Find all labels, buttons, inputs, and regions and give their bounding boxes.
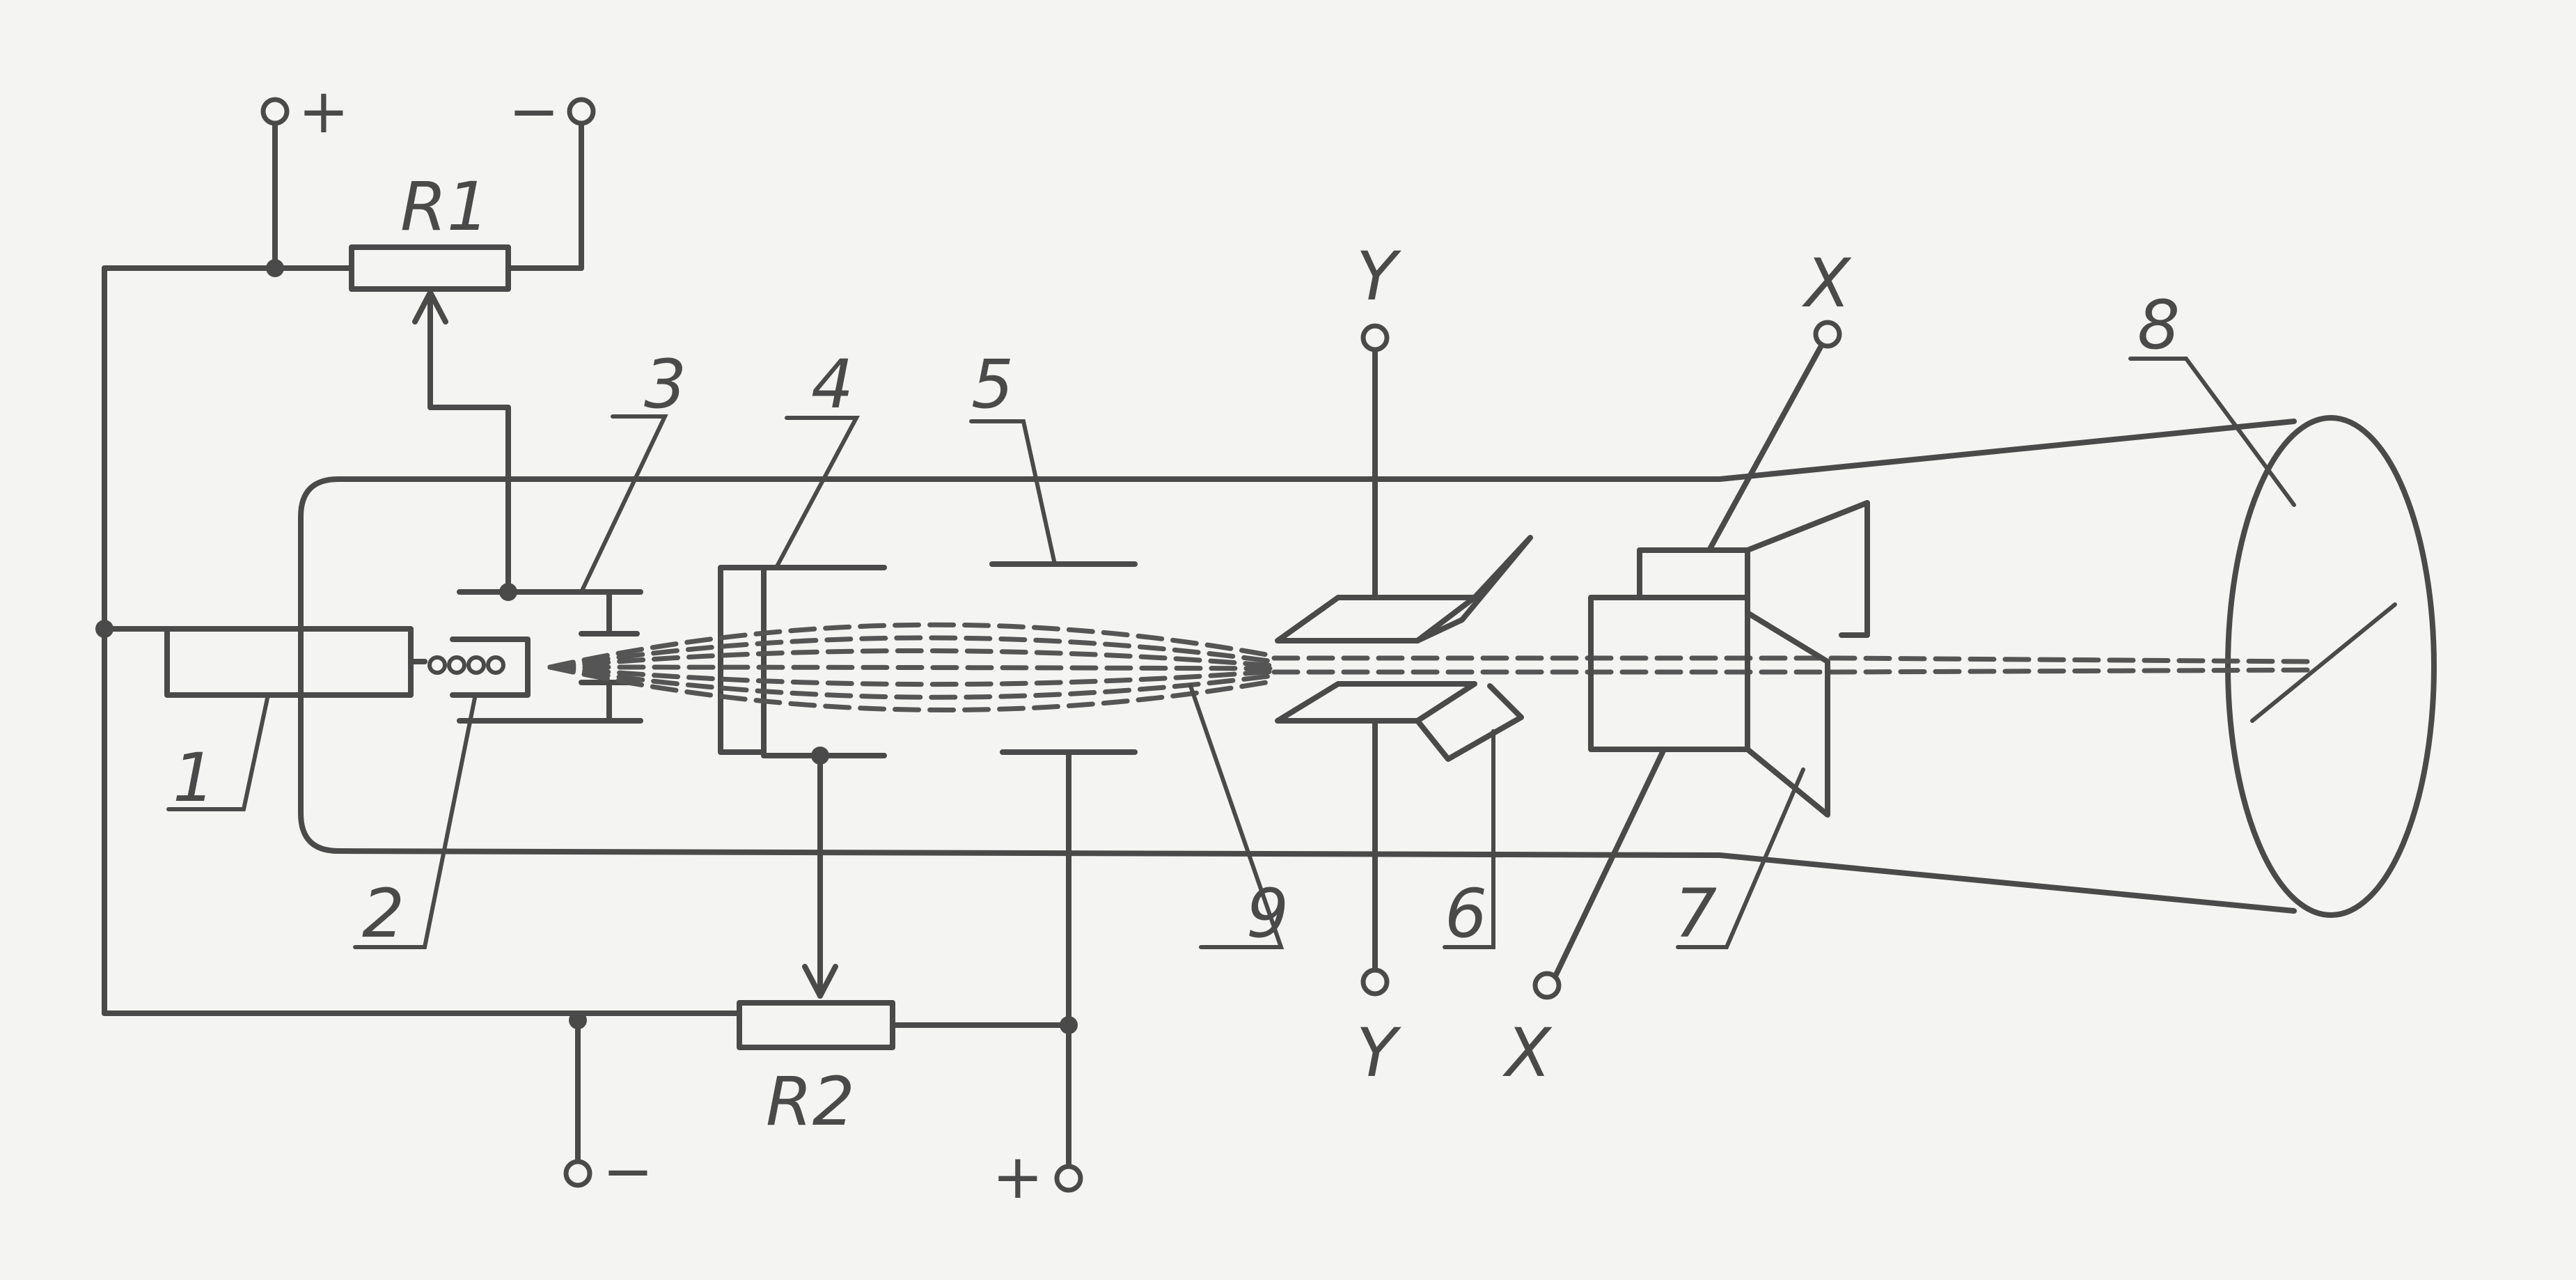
tube-envelope bbox=[298, 419, 2297, 914]
sign-bottom-left: − bbox=[602, 1135, 654, 1207]
first-anode bbox=[718, 565, 887, 758]
cathode bbox=[450, 637, 531, 698]
bottom-supply-circuit bbox=[102, 747, 1083, 1193]
label-x-bottom: X bbox=[1502, 1014, 1553, 1092]
screen bbox=[2225, 415, 2437, 918]
label-x-top: X bbox=[1801, 244, 1852, 322]
terminal-bottom-left[interactable] bbox=[563, 1159, 592, 1188]
screen-trace bbox=[2250, 602, 2397, 723]
electron-beam bbox=[547, 622, 2314, 712]
label-2: 2 bbox=[362, 875, 405, 953]
terminal-x-bottom[interactable] bbox=[1532, 971, 1562, 1000]
label-8: 8 bbox=[2137, 286, 2180, 364]
label-r2: R2 bbox=[766, 1063, 855, 1141]
sign-top-right: − bbox=[508, 75, 560, 147]
label-5: 5 bbox=[971, 345, 1014, 423]
terminal-bottom-right[interactable] bbox=[1054, 1164, 1083, 1193]
resistor-r2 bbox=[737, 1000, 895, 1050]
terminal-x-top[interactable] bbox=[1813, 320, 1842, 349]
second-anode bbox=[989, 561, 1138, 755]
terminal-top-left[interactable] bbox=[260, 97, 290, 126]
label-6: 6 bbox=[1445, 875, 1487, 953]
label-4: 4 bbox=[811, 345, 854, 423]
horizontal-deflection-plates bbox=[1532, 320, 1870, 1000]
control-grid bbox=[457, 583, 643, 724]
heater bbox=[102, 626, 505, 698]
terminal-y-top[interactable] bbox=[1360, 323, 1390, 352]
resistor-r1 bbox=[349, 244, 511, 292]
leader-lines bbox=[166, 357, 2296, 949]
label-1: 1 bbox=[173, 739, 215, 817]
label-y-bottom: Y bbox=[1356, 1014, 1401, 1092]
terminal-y-bottom[interactable] bbox=[1360, 967, 1390, 997]
sign-bottom-right: + bbox=[992, 1141, 1044, 1212]
top-supply-circuit bbox=[95, 97, 596, 1016]
vertical-deflection-plates bbox=[1275, 323, 1533, 997]
label-3: 3 bbox=[644, 345, 686, 423]
terminal-top-right[interactable] bbox=[567, 97, 596, 126]
label-7: 7 bbox=[1674, 875, 1717, 953]
label-r1: R1 bbox=[400, 168, 489, 246]
label-y-top: Y bbox=[1356, 237, 1401, 315]
r1-wiper bbox=[427, 290, 511, 595]
sign-top-left: + bbox=[298, 75, 350, 147]
label-9: 9 bbox=[1246, 875, 1289, 953]
